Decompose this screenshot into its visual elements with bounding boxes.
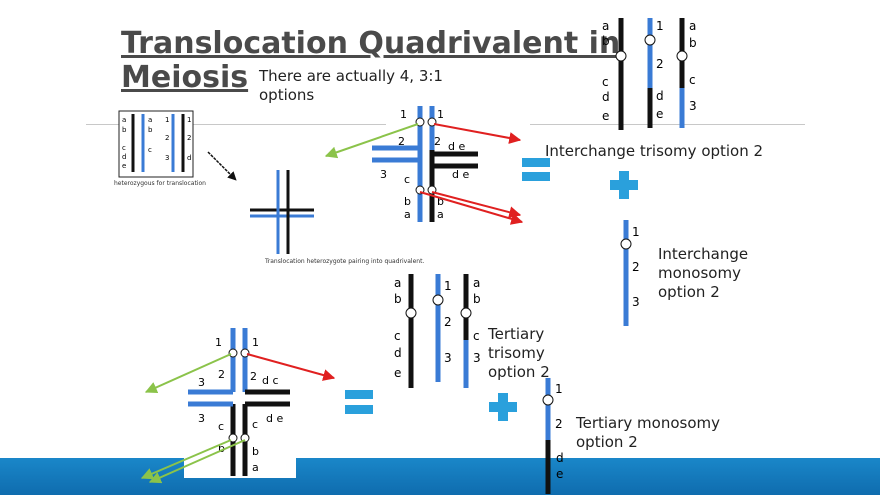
svg-text:2: 2 [632,260,640,274]
equals-sign-1 [522,158,550,181]
interchange-monosomy-label: Interchange monosomy option 2 [658,245,749,301]
svg-text:3: 3 [198,412,205,425]
svg-text:a: a [404,208,411,221]
svg-text:3: 3 [165,154,169,162]
svg-text:b: b [252,445,259,458]
tertiary-monosomy-label: Tertiary monosomy option 2 [576,414,721,451]
svg-text:d: d [394,346,402,360]
svg-text:b: b [404,195,411,208]
svg-text:e: e [602,109,609,123]
tertiary-monosomy-chromosome: 1 2 de [542,378,564,494]
svg-text:a: a [122,116,126,124]
svg-text:c: c [122,144,126,152]
svg-text:2: 2 [656,57,664,71]
svg-text:1: 1 [165,116,169,124]
note-text: There are actually 4, 3:1 options [259,67,443,104]
svg-text:a: a [689,19,696,33]
svg-text:3: 3 [444,351,452,365]
title-line-1: Translocation Quadrivalent in [121,26,621,61]
svg-text:d: d [556,451,564,465]
svg-text:2: 2 [555,417,563,431]
svg-text:d e: d e [448,140,465,153]
svg-text:c: c [394,329,401,343]
svg-text:c: c [148,146,152,154]
svg-text:c: c [252,418,258,431]
svg-text:c: c [404,173,410,186]
interchange-trisomy-label: Interchange trisomy option 2 [545,142,764,160]
svg-text:b: b [148,126,153,134]
svg-text:3: 3 [632,295,640,309]
svg-text:2: 2 [444,315,452,329]
svg-text:d: d [602,90,610,104]
svg-text:1: 1 [252,336,259,349]
svg-text:1: 1 [632,225,640,239]
svg-text:b: b [218,442,225,455]
svg-text:a: a [148,116,152,124]
svg-text:2: 2 [250,370,257,383]
svg-text:d c: d c [262,374,279,387]
title-line-2: Meiosis [121,60,249,95]
thumbnail-figure: ab cde abc 123 12d heterozygous for tran… [114,110,424,265]
svg-text:b: b [602,34,610,48]
title-rule-right [530,124,805,125]
svg-text:e: e [122,162,126,170]
svg-text:a: a [602,19,609,33]
svg-text:a: a [437,208,444,221]
thumb-caption-2: Translocation heterozygote pairing into … [264,258,424,265]
svg-text:3: 3 [380,168,387,181]
svg-text:e: e [394,366,401,380]
equals-sign-2 [345,390,373,414]
svg-text:b: b [394,292,402,306]
svg-text:d: d [656,89,664,103]
tertiary-trisomy-label: Tertiary trisomy option 2 [488,325,550,381]
thumb-caption-1: heterozygous for translocation [114,180,206,187]
svg-text:d: d [187,154,191,162]
svg-text:d e: d e [452,168,469,181]
svg-text:c: c [689,73,696,87]
svg-text:d: d [122,153,126,161]
slide-title: Translocation Quadrivalent in Meiosis [121,27,620,95]
svg-text:b: b [473,292,481,306]
svg-text:1: 1 [555,382,563,396]
svg-text:c: c [473,329,480,343]
svg-text:b: b [437,195,444,208]
interchange-trisomy-chromosomes: ab cde 12 de ab c3 [602,18,697,130]
svg-text:2: 2 [398,135,405,148]
svg-text:1: 1 [437,108,444,121]
svg-text:2: 2 [165,134,169,142]
svg-text:a: a [394,276,401,290]
svg-text:b: b [689,36,697,50]
svg-text:c: c [602,75,609,89]
svg-text:2: 2 [187,134,191,142]
svg-text:d e: d e [266,412,283,425]
title-rule-left [86,124,386,125]
svg-text:a: a [473,276,480,290]
svg-text:3: 3 [689,99,697,113]
svg-text:2: 2 [434,135,441,148]
svg-text:e: e [656,107,663,121]
svg-text:1: 1 [215,336,222,349]
svg-text:1: 1 [400,108,407,121]
svg-text:3: 3 [473,351,481,365]
svg-text:1: 1 [444,279,452,293]
plus-sign-2 [489,393,517,421]
svg-text:a: a [252,461,259,474]
interchange-monosomy-chromosome: 1 2 3 [620,220,640,326]
tertiary-trisomy-chromosomes: ab cde 123 ab c3 [394,274,481,388]
svg-text:b: b [122,126,127,134]
plus-sign-1 [610,171,638,199]
svg-text:1: 1 [187,116,191,124]
svg-text:c: c [218,420,224,433]
svg-text:e: e [556,467,563,481]
svg-text:1: 1 [656,19,664,33]
svg-text:2: 2 [218,368,225,381]
svg-text:3: 3 [198,376,205,389]
